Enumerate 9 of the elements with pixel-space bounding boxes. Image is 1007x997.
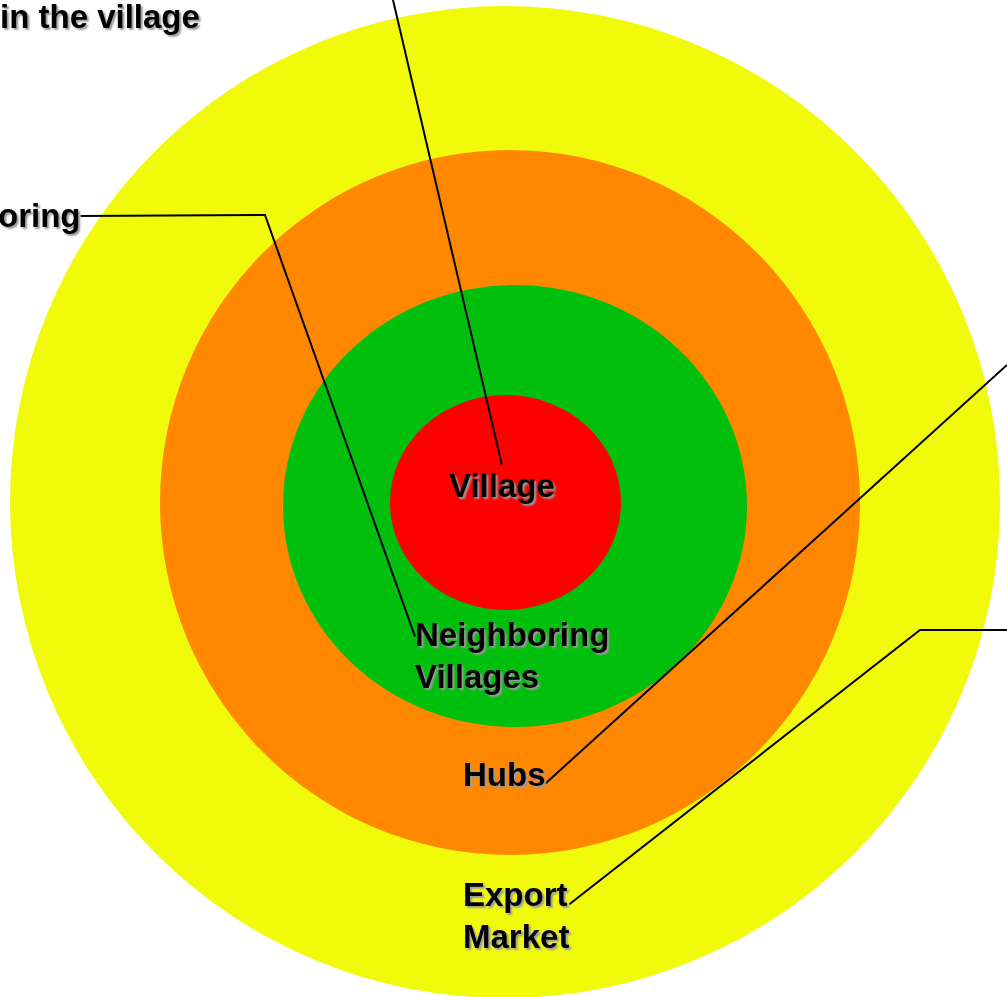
- leader-line: [392, 0, 503, 466]
- ring-label: Village: [449, 465, 555, 507]
- ring-label: oring: [0, 195, 81, 237]
- ring-label: Export Market: [463, 874, 570, 958]
- ring-label: Neighboring Villages: [415, 614, 610, 698]
- leader-line: [568, 629, 1007, 906]
- callout-text: in the village: [0, 0, 200, 37]
- ring-label: Hubs: [463, 754, 546, 796]
- leader-line: [79, 214, 416, 638]
